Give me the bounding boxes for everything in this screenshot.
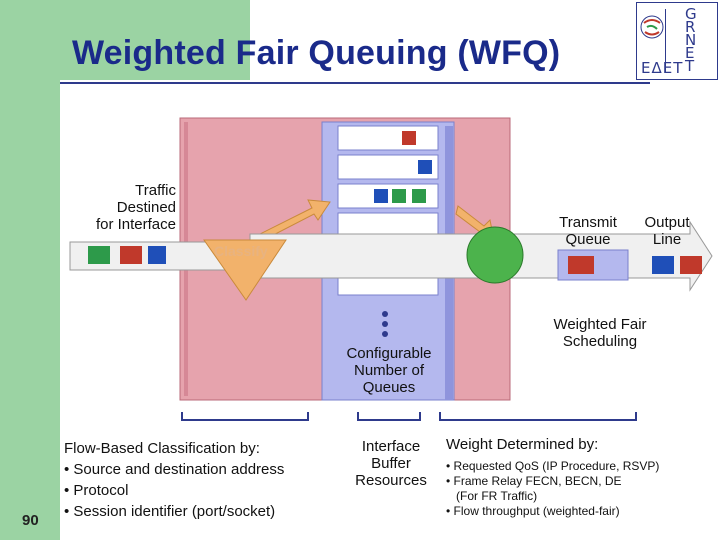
packet-red xyxy=(680,256,702,274)
output-line-label: Output Line xyxy=(644,214,690,248)
packet-red xyxy=(568,256,594,274)
queue-slot xyxy=(337,212,439,238)
wfs-label: Weighted Fair Scheduling xyxy=(553,316,647,350)
weight-item: • Frame Relay FECN, BECN, DE xyxy=(446,474,622,488)
packet-green xyxy=(412,189,426,203)
ellipsis-dot xyxy=(382,331,388,337)
packet-red xyxy=(402,131,416,145)
buffer-resources-label: Interface Buffer Resources xyxy=(355,438,427,489)
flow-classification-block: Flow-Based Classification by: • Source a… xyxy=(64,438,334,522)
classify-label: Classify xyxy=(214,243,268,259)
packet-green xyxy=(392,189,406,203)
globe-icon xyxy=(640,15,664,39)
transmit-queue-box xyxy=(557,249,629,281)
weight-bracket xyxy=(439,412,637,421)
classify-funnel xyxy=(203,239,287,301)
scheduler-wheel xyxy=(466,226,524,284)
buffer-bracket xyxy=(357,412,421,421)
packet-blue xyxy=(374,189,388,203)
flow-item: • Session identifier (port/socket) xyxy=(64,503,276,520)
ellipsis-dot xyxy=(382,311,388,317)
logo-greek-text: ΕΔΕΤ xyxy=(641,59,684,77)
top-accent-band xyxy=(60,0,250,80)
packet-blue xyxy=(652,256,674,274)
weight-heading: Weight Determined by: xyxy=(446,436,599,453)
logo-letter: E xyxy=(685,44,695,62)
weight-block: Weight Determined by: • Requested QoS (I… xyxy=(446,436,716,519)
flow-item: • Source and destination address xyxy=(64,461,285,478)
page-number: 90 xyxy=(22,512,39,529)
transmit-queue-label: Transmit Queue xyxy=(559,214,617,248)
grnet-logo: G R N E T ΕΔΕΤ xyxy=(636,2,718,80)
weight-item: (For FR Traffic) xyxy=(456,489,538,503)
packet-green xyxy=(88,246,110,264)
packet-red xyxy=(120,246,142,264)
flow-bracket xyxy=(181,412,309,421)
weight-item: • Requested QoS (IP Procedure, RSVP) xyxy=(446,459,660,473)
queue-slot xyxy=(337,125,439,151)
title-underline xyxy=(60,82,650,84)
packet-blue xyxy=(418,160,432,174)
logo-letter: G xyxy=(685,5,697,23)
packet-blue xyxy=(148,246,166,264)
logo-letter: R xyxy=(685,18,696,36)
left-accent-bar xyxy=(0,0,60,540)
flow-item: • Protocol xyxy=(64,482,129,499)
traffic-label: Traffic Destined for Interface xyxy=(95,182,176,233)
ellipsis-dot xyxy=(382,321,388,327)
queues-label: Configurable Number of Queues xyxy=(346,345,432,396)
weight-item: • Flow throughput (weighted-fair) xyxy=(446,504,620,518)
flow-heading: Flow-Based Classification by: xyxy=(64,440,260,457)
slide-title: Weighted Fair Queuing (WFQ) xyxy=(72,34,561,72)
logo-letter: T xyxy=(685,57,695,75)
logo-letter: N xyxy=(685,31,697,49)
